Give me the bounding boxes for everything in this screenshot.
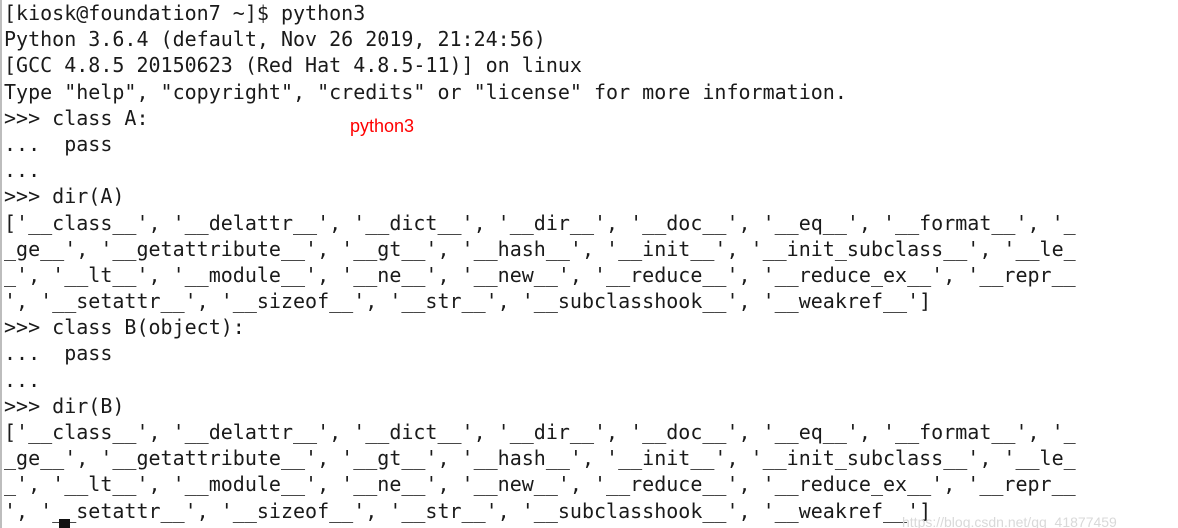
terminal-line: >>> dir(A): [4, 184, 125, 209]
watermark: https://blog.csdn.net/qq_41877459: [902, 514, 1117, 528]
terminal-line: ...: [4, 367, 41, 392]
terminal-line: _ge__', '__getattribute__', '__gt__', '_…: [4, 236, 1076, 261]
terminal-line: Python 3.6.4 (default, Nov 26 2019, 21:2…: [4, 27, 546, 52]
terminal-line: _', '__lt__', '__module__', '__ne__', '_…: [4, 262, 1076, 287]
terminal-line: >>> dir(B): [4, 393, 125, 418]
terminal-line: _', '__lt__', '__module__', '__ne__', '_…: [4, 472, 1076, 497]
terminal-line: ['__class__', '__delattr__', '__dict__',…: [4, 210, 1076, 235]
text-cursor: [59, 519, 70, 528]
terminal-line: [kiosk@foundation7 ~]$ python3: [4, 1, 366, 25]
terminal-line: ...: [4, 158, 41, 183]
terminal-line: [GCC 4.8.5 20150623 (Red Hat 4.8.5-11)] …: [4, 53, 582, 78]
terminal-line: ... pass: [4, 341, 113, 366]
terminal-line: >>> class B(object):: [4, 315, 245, 340]
terminal-line: Type "help", "copyright", "credits" or "…: [4, 79, 847, 104]
terminal-output: [kiosk@foundation7 ~]$ python3 Python 3.…: [4, 0, 1178, 524]
terminal-line: ', '__setattr__', '__sizeof__', '__str__…: [4, 289, 932, 314]
terminal-line: ... pass: [4, 131, 113, 156]
terminal-line: >>> class A:: [4, 105, 149, 130]
terminal-line: ', '__setattr__', '__sizeof__', '__str__…: [4, 498, 932, 523]
terminal-line: _ge__', '__getattribute__', '__gt__', '_…: [4, 446, 1076, 471]
annotation-label: python3: [350, 116, 415, 136]
terminal-line: ['__class__', '__delattr__', '__dict__',…: [4, 420, 1076, 444]
